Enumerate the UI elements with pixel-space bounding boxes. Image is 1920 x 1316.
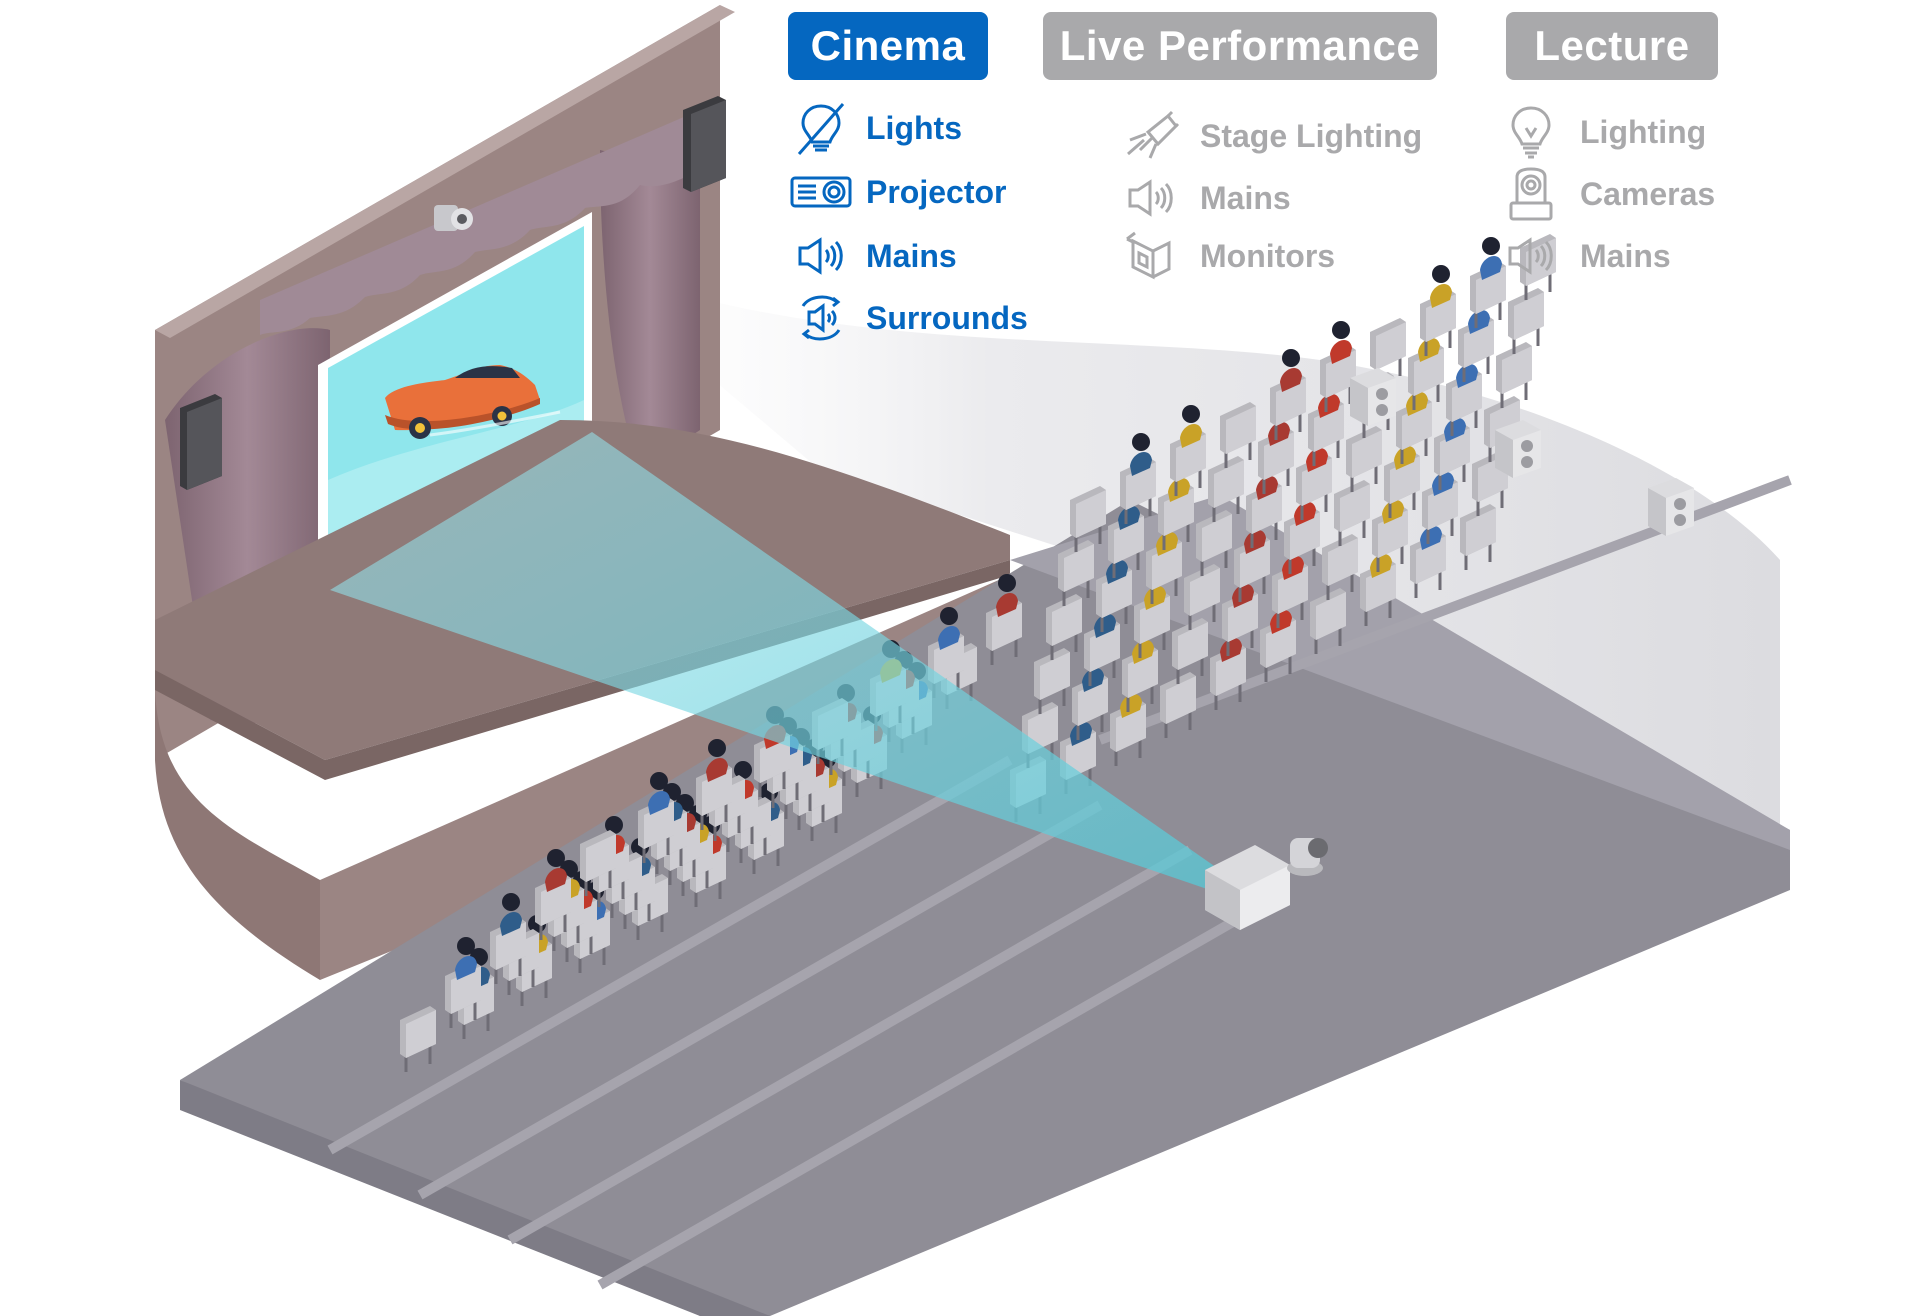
lightbulb-icon (1498, 104, 1564, 160)
seat (1420, 265, 1456, 356)
list-item-mains: Mains (788, 228, 957, 284)
rear-ptz-camera (1287, 838, 1328, 876)
left-stage-speaker (180, 394, 222, 490)
seat (986, 574, 1022, 665)
list-item-label: Projector (866, 173, 1007, 210)
seat (1496, 342, 1532, 408)
seat (1220, 402, 1256, 468)
seat (1470, 237, 1506, 328)
projector-beam (330, 432, 1220, 890)
seat (1458, 291, 1494, 382)
list-item-surrounds: Surrounds (788, 290, 1028, 346)
seat (1134, 567, 1170, 658)
list-item-cameras: Cameras (1498, 166, 1715, 222)
seat (1408, 319, 1444, 410)
seat (1322, 534, 1358, 600)
ptz-camera-icon (1498, 166, 1564, 222)
seat (1046, 594, 1082, 660)
seat (535, 849, 571, 940)
list-item-label: Lighting (1580, 113, 1707, 150)
seat (1058, 540, 1094, 606)
list-item-lighting: Lighting (1498, 104, 1706, 160)
right-stage-speaker (683, 96, 726, 192)
seat (1270, 349, 1306, 440)
list-item-label: Stage Lighting (1200, 117, 1423, 154)
seat (1034, 648, 1070, 714)
seat (1208, 456, 1244, 522)
seating-floor (180, 500, 1790, 1316)
list-item-label: Monitors (1200, 237, 1336, 274)
seat (1446, 345, 1482, 436)
monitor-speaker-icon (1118, 228, 1184, 284)
list-item-label: Lights (866, 109, 962, 146)
seat (754, 706, 790, 797)
surround-speaker-3 (1648, 478, 1694, 536)
seat (400, 1006, 436, 1072)
seat (1170, 405, 1206, 496)
seat (1234, 511, 1270, 602)
tab-cinema[interactable]: Cinema (788, 12, 988, 80)
list-item-label: Mains (1200, 179, 1291, 216)
seat (1310, 588, 1346, 654)
seat (1334, 480, 1370, 546)
list-item-stage-lighting: Stage Lighting (1118, 108, 1422, 164)
list-item-lights: Lights (788, 100, 962, 156)
seat (1308, 375, 1344, 466)
seat (1096, 541, 1132, 632)
list-item-mains: Mains (1118, 170, 1291, 226)
projector-icon (788, 164, 854, 220)
seat (1160, 672, 1196, 738)
seat (1370, 318, 1406, 384)
seat (1084, 595, 1120, 686)
list-item-label: Mains (866, 237, 957, 274)
seat (696, 739, 732, 830)
seat (1146, 513, 1182, 604)
tab-live-performance[interactable]: Live Performance (1043, 12, 1437, 80)
speaker-icon (1498, 228, 1564, 284)
seat (1196, 510, 1232, 576)
seat (1460, 504, 1496, 570)
seat (1508, 288, 1544, 354)
surround-speaker-2 (1495, 420, 1541, 478)
seat (445, 937, 481, 1028)
curtain-valance (260, 110, 700, 335)
list-item-label: Surrounds (866, 299, 1028, 336)
seat (1070, 486, 1106, 552)
rear-projector (1205, 845, 1290, 930)
stage-ptz-camera (434, 205, 473, 231)
stage-light-icon (1118, 108, 1184, 164)
list-item-projector: Projector (788, 164, 1006, 220)
seat (1172, 618, 1208, 684)
lights-off-icon (788, 100, 854, 156)
seat (580, 830, 616, 896)
seat (1396, 373, 1432, 464)
list-item-label: Cameras (1580, 175, 1716, 212)
seat (1120, 433, 1156, 524)
surround-speaker-1 (1350, 368, 1396, 426)
seat (1346, 426, 1382, 492)
seat (490, 893, 526, 984)
seat (1110, 675, 1146, 766)
seat (1372, 481, 1408, 572)
speaker-icon (1118, 170, 1184, 226)
speaker-icon (788, 228, 854, 284)
right-curtain (600, 150, 700, 470)
seat (1258, 403, 1294, 494)
surround-speaker-icon (788, 290, 854, 346)
seat (1320, 321, 1356, 412)
seat (1434, 399, 1470, 490)
list-item-monitors: Monitors (1118, 228, 1335, 284)
tab-lecture[interactable]: Lecture (1506, 12, 1718, 80)
list-item-label: Mains (1580, 237, 1671, 274)
seat (1184, 564, 1220, 630)
list-item-mains: Mains (1498, 228, 1671, 284)
seat (638, 772, 674, 863)
car-illustration (385, 365, 561, 439)
stage-skirt (155, 690, 320, 980)
